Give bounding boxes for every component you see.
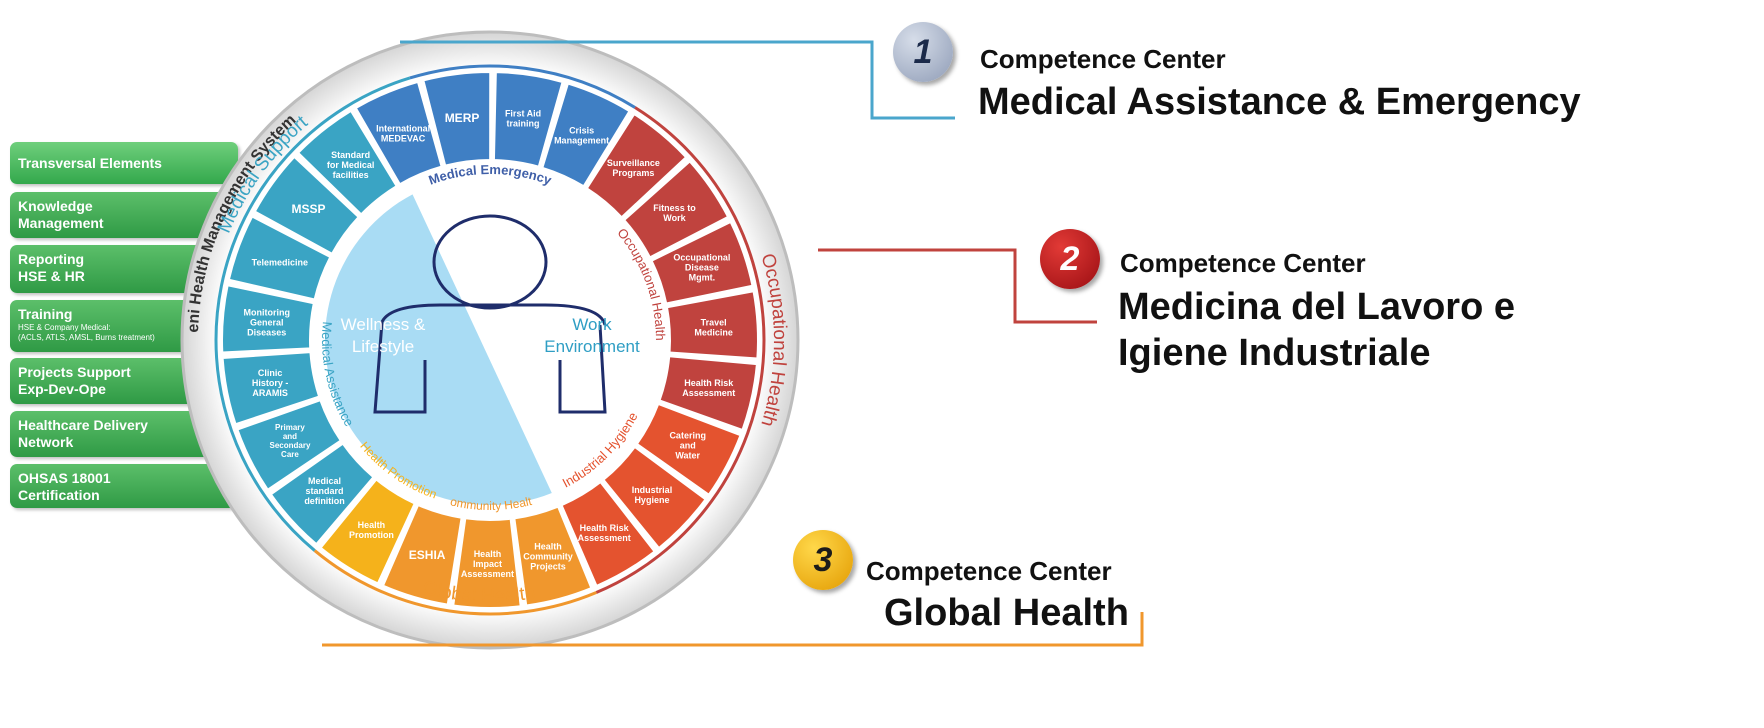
wheel-segment	[221, 284, 315, 354]
sidebar-item-sublabel: HSE & Company Medical:(ACLS, ATLS, AMSL,…	[18, 323, 155, 342]
wheel-segment	[227, 215, 332, 301]
segment-label: ESHIA	[409, 548, 446, 562]
wheel-segment	[319, 478, 417, 585]
wheel-segment	[422, 71, 492, 167]
group-arc	[595, 106, 766, 594]
wheel-segment	[253, 155, 360, 256]
segment-label: MSSP	[291, 202, 325, 216]
wheel-segment	[381, 503, 463, 606]
competence-number-2: 2	[1040, 229, 1100, 289]
segment-label: MERP	[445, 111, 480, 125]
competence-kicker-3: Competence Center	[866, 556, 1112, 586]
group-arc	[214, 76, 411, 552]
wheel-segment	[269, 442, 375, 546]
wheel-segment	[354, 80, 443, 186]
wheel-segment	[513, 505, 593, 607]
sidebar-item-label: Training	[18, 306, 73, 322]
wheel-segment	[492, 71, 564, 168]
wellness-wedge	[325, 194, 552, 505]
sidebar-item-transversal-elements[interactable]: Transversal Elements	[10, 142, 238, 184]
segment-label: Telemedicine	[252, 258, 308, 268]
competence-title-3: Global Health	[884, 592, 1129, 634]
wheel-segment	[221, 351, 321, 426]
competence-kicker-1: Competence Center	[980, 44, 1226, 74]
connector-line-3	[322, 612, 1144, 647]
group-arc	[409, 64, 636, 109]
group-arrow-arcs	[214, 64, 766, 616]
wheel-segment	[658, 355, 758, 432]
wheel-segment	[635, 402, 742, 497]
group-arc	[313, 549, 597, 616]
wheel-segment	[452, 517, 522, 609]
person-outline-icon	[373, 214, 607, 414]
wheel-segment	[296, 109, 398, 216]
connector-line-1	[400, 40, 955, 120]
wheel-segment	[236, 398, 343, 492]
wheel-segment	[585, 112, 688, 219]
competence-number-1: 1	[893, 22, 953, 82]
wheel-segment	[650, 220, 754, 305]
wheel-segment	[665, 290, 759, 360]
competence-title-1: Medical Assistance & Emergency	[978, 81, 1581, 123]
wheel-segment	[602, 445, 707, 550]
wheel-segment	[622, 159, 730, 259]
sidebar-item-label: Healthcare Delivery Network	[18, 417, 148, 450]
wheel-segment	[560, 480, 656, 588]
wheel-segments	[221, 71, 759, 609]
wheel-segment	[541, 82, 631, 188]
sidebar-item-label: Transversal Elements	[18, 155, 162, 171]
connector-line-2	[818, 248, 1097, 324]
competence-kicker-2: Competence Center	[1120, 248, 1366, 278]
center-label-wellness: Wellness &Lifestyle	[341, 315, 426, 356]
competence-number-3: 3	[793, 530, 853, 590]
